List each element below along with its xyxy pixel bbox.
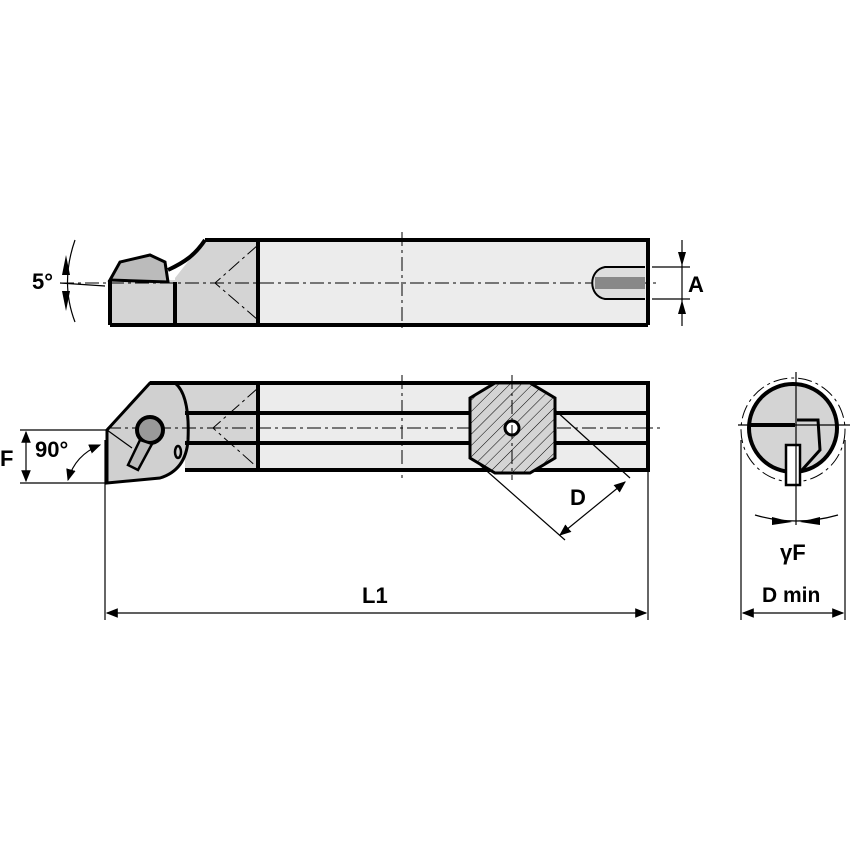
top-view: 5° A xyxy=(32,232,704,332)
top-head-curve xyxy=(167,238,207,272)
dim-label-dmin: D min xyxy=(762,584,820,607)
dim-label-f: F xyxy=(0,446,13,471)
top-slot-core xyxy=(595,277,645,289)
top-insert-clamp xyxy=(107,253,170,284)
angle-label-90: 90° xyxy=(35,437,68,462)
clamp-lever xyxy=(126,438,154,472)
side-head-shaded xyxy=(150,383,258,470)
top-insert-seat xyxy=(110,280,175,325)
end-view: γF D min xyxy=(738,372,850,620)
dim-label-d: D xyxy=(570,485,586,510)
angle-label-gamma-f: γF xyxy=(780,540,806,565)
angle-label-5: 5° xyxy=(32,269,53,294)
dim-label-a: A xyxy=(688,272,704,297)
side-shank xyxy=(258,383,648,470)
dim-label-l1: L1 xyxy=(362,583,388,608)
side-view: D F 90° L1 xyxy=(0,375,660,620)
